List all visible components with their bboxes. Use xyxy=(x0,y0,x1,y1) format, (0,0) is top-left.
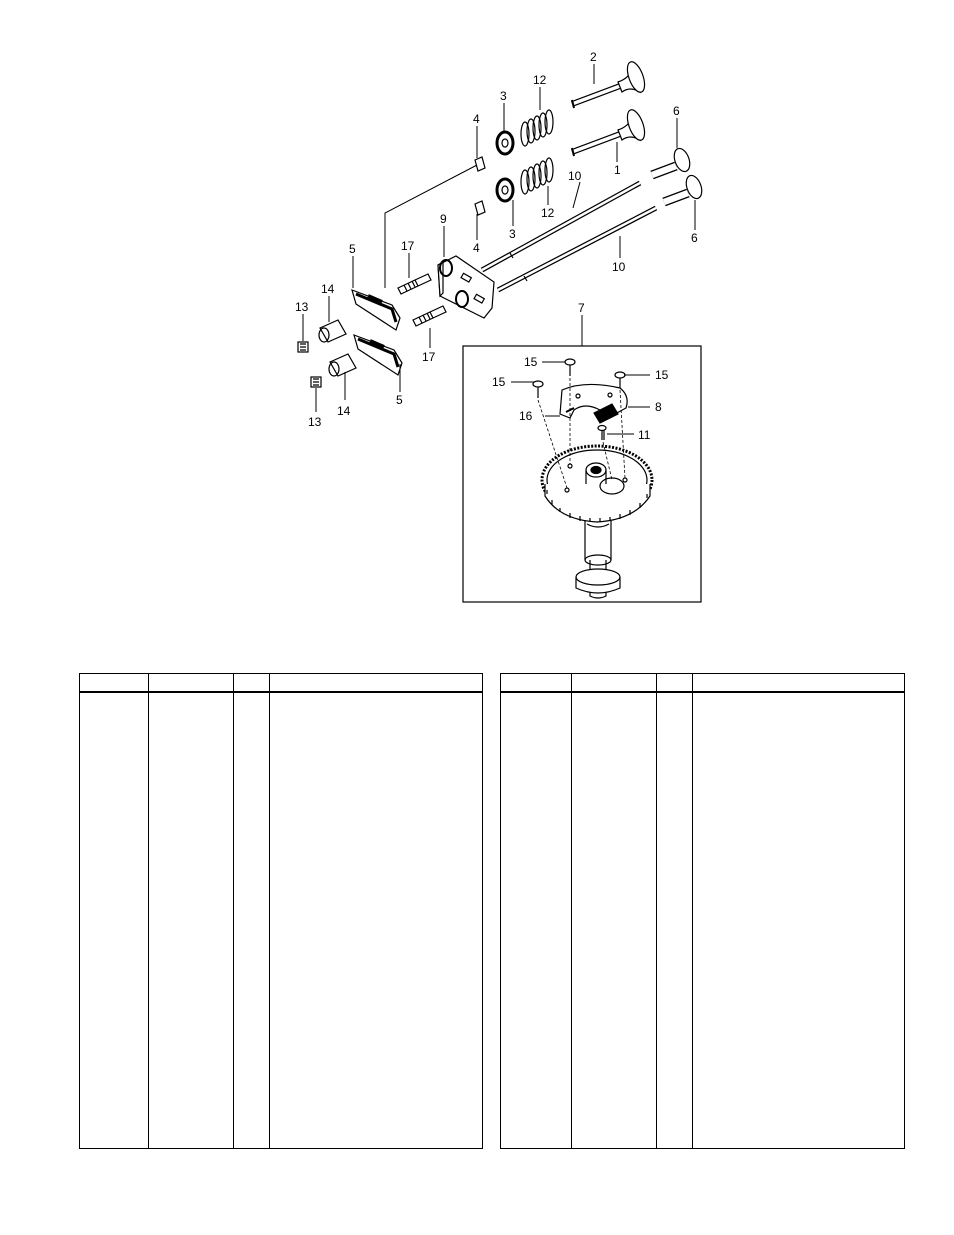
table-cell xyxy=(233,692,270,1149)
retainer-upper xyxy=(495,130,515,156)
callout-10: 10 xyxy=(612,260,626,274)
camshaft-detail-box xyxy=(462,345,702,603)
callout-13: 13 xyxy=(308,415,322,429)
table-body-row xyxy=(500,692,905,1149)
column-header xyxy=(148,673,234,693)
exploded-parts-diagram: 2 1 3 12 4 6 10 12 3 4 9 6 10 17 5 14 13… xyxy=(295,50,703,603)
table-cell xyxy=(656,692,693,1149)
callout-4: 4 xyxy=(473,241,480,255)
tappet-lower xyxy=(662,174,703,207)
stud-lower xyxy=(412,305,447,327)
spring-upper xyxy=(520,109,554,147)
pivot-lower xyxy=(328,353,357,377)
table-cell xyxy=(269,692,483,1149)
parts-table-right xyxy=(500,673,905,1149)
column-header xyxy=(269,673,483,693)
callout-15: 15 xyxy=(524,355,538,369)
callout-13: 13 xyxy=(295,300,309,314)
callout-11: 11 xyxy=(638,428,651,442)
leader-lines xyxy=(302,64,696,412)
callout-17: 17 xyxy=(401,239,415,253)
callout-3: 3 xyxy=(500,89,507,103)
push-rod-upper xyxy=(480,180,642,273)
callout-5: 5 xyxy=(396,393,403,407)
camshaft-gear xyxy=(540,444,654,523)
spring-lower xyxy=(520,157,554,195)
callout-17: 17 xyxy=(422,350,436,364)
assembly-lines xyxy=(537,378,626,489)
pin-right xyxy=(614,371,626,388)
callout-16: 16 xyxy=(519,409,533,423)
callout-14: 14 xyxy=(321,282,335,296)
nut-lower xyxy=(310,376,322,388)
pin-11 xyxy=(597,424,607,440)
callout-15: 15 xyxy=(492,375,506,389)
push-rod-lower xyxy=(496,205,658,293)
table-cell xyxy=(79,692,149,1149)
callout-3: 3 xyxy=(509,227,516,241)
callout-numbers: 2 1 3 12 4 6 10 12 3 4 9 6 10 17 5 14 13… xyxy=(295,50,698,442)
callout-6: 6 xyxy=(691,231,698,245)
callout-15: 15 xyxy=(655,368,669,382)
callout-4: 4 xyxy=(473,112,480,126)
pin-top xyxy=(564,358,576,376)
detail-leader-lines xyxy=(511,361,650,435)
column-header xyxy=(692,673,905,693)
tappet-upper xyxy=(650,147,691,180)
column-header xyxy=(233,673,270,693)
guide-plate xyxy=(437,255,495,319)
nut-upper xyxy=(297,341,309,353)
governor-weight xyxy=(559,383,628,424)
pivot-upper xyxy=(318,319,347,343)
table-cell xyxy=(500,692,572,1149)
table-cell xyxy=(692,692,905,1149)
callout-6: 6 xyxy=(673,104,680,118)
parts-table-left xyxy=(79,673,483,1149)
camshaft xyxy=(575,520,621,599)
callout-10: 10 xyxy=(568,169,582,183)
callout-1: 1 xyxy=(614,163,621,177)
table-cell xyxy=(571,692,657,1149)
column-header xyxy=(571,673,657,693)
valve-lower xyxy=(570,109,646,157)
pin-left xyxy=(532,380,544,398)
collet-lower xyxy=(474,200,486,216)
callout-12: 12 xyxy=(533,73,547,87)
column-header xyxy=(656,673,693,693)
table-body-row xyxy=(79,692,483,1149)
rocker-arm-lower xyxy=(353,334,403,376)
callout-7: 7 xyxy=(578,301,585,315)
callout-2: 2 xyxy=(590,50,597,64)
rocker-arm-upper xyxy=(351,289,401,331)
callout-14: 14 xyxy=(337,404,351,418)
callout-8: 8 xyxy=(655,400,662,414)
retainer-lower xyxy=(495,177,515,203)
callout-12: 12 xyxy=(541,206,555,220)
table-cell xyxy=(148,692,234,1149)
collet-upper xyxy=(474,156,486,172)
valve-upper xyxy=(570,61,646,109)
callout-9: 9 xyxy=(440,212,447,226)
column-header xyxy=(500,673,572,693)
stud-upper xyxy=(397,273,432,295)
callout-5: 5 xyxy=(349,242,356,256)
table-header-row xyxy=(500,673,905,693)
table-header-row xyxy=(79,673,483,693)
column-header xyxy=(79,673,149,693)
